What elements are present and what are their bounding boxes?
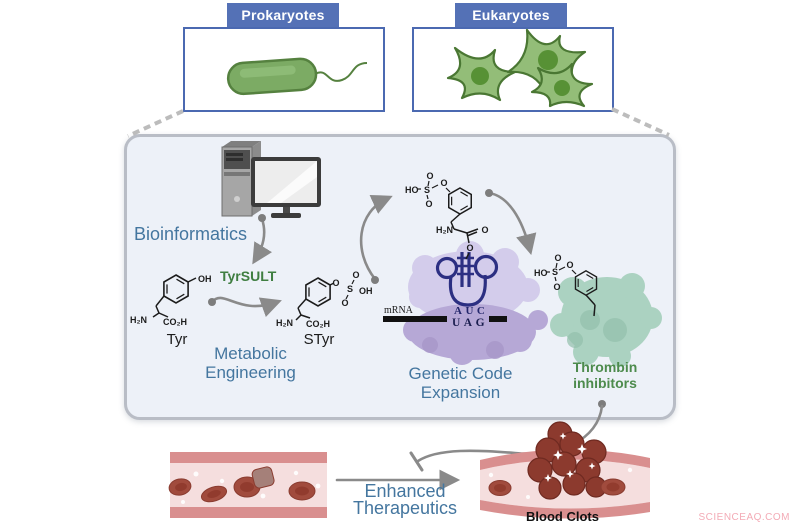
- svg-text:O: O: [352, 270, 359, 280]
- blood-clots-label: Blood Clots: [526, 509, 599, 524]
- tyrsult-enzyme-label: TyrSULT: [220, 268, 277, 284]
- eukaryotes-label: Eukaryotes: [455, 3, 567, 27]
- svg-text:O: O: [425, 199, 432, 209]
- svg-text:OH: OH: [359, 286, 373, 296]
- blood-vessel-clotted: [480, 421, 650, 519]
- enhanced-therapeutics-label: Enhanced Therapeutics: [325, 481, 485, 518]
- svg-text:HO: HO: [534, 268, 548, 278]
- process-arrows: [210, 191, 537, 491]
- eukaryotic-cells-icon: [446, 28, 594, 108]
- svg-text:H₂N: H₂N: [276, 318, 293, 328]
- svg-text:CO₂H: CO₂H: [163, 317, 187, 327]
- svg-text:S: S: [347, 284, 353, 294]
- svg-text:O: O: [554, 253, 561, 263]
- prokaryotes-label: Prokaryotes: [227, 3, 339, 27]
- trna-icon: [435, 252, 499, 307]
- svg-text:O: O: [341, 298, 348, 308]
- gce-line1: Genetic Code: [408, 364, 513, 383]
- metabolic-line2: Engineering: [205, 363, 296, 382]
- svg-text:HO: HO: [405, 185, 419, 195]
- workflow-panel: [124, 134, 676, 420]
- mrna-strand: mRNA: [383, 305, 507, 322]
- watermark: SCIENCEAQ.COM: [698, 512, 790, 523]
- bioinformatics-label: Bioinformatics: [134, 224, 248, 244]
- thrombin-inhibitors-label: Thrombin inhibitors: [555, 359, 655, 391]
- svg-text:OH: OH: [198, 274, 212, 284]
- svg-text:H₂N: H₂N: [130, 315, 147, 325]
- svg-text:H₂N: H₂N: [436, 225, 453, 235]
- thrombin-line2: inhibitors: [573, 375, 637, 391]
- dashed-connectors: [127, 107, 670, 138]
- svg-text:CO₂H: CO₂H: [306, 319, 330, 329]
- enhanced-line1: Enhanced: [364, 481, 446, 501]
- svg-text:mRNA: mRNA: [384, 305, 414, 316]
- bacterium-icon: [226, 57, 368, 96]
- sulfotyrosine-trna-structure: HO S O O O H₂N O O: [405, 171, 489, 260]
- tyr-structure: OH H₂N CO₂H: [130, 274, 212, 327]
- svg-text:O: O: [481, 225, 488, 235]
- svg-text:O: O: [426, 171, 433, 181]
- genetic-code-expansion-label: Genetic Code Expansion: [378, 364, 543, 402]
- svg-text:UAG: UAG: [452, 317, 488, 329]
- metabolic-engineering-label: Metabolic Engineering: [168, 344, 333, 382]
- svg-text:AUC: AUC: [454, 305, 488, 317]
- tyr-label: Tyr: [166, 331, 188, 348]
- svg-text:O: O: [332, 278, 339, 288]
- computer-icon: [221, 141, 321, 218]
- styr-label: STyr: [303, 331, 335, 348]
- svg-text:O: O: [566, 260, 573, 270]
- arrow-dots: [208, 189, 606, 408]
- gce-line2: Expansion: [420, 383, 501, 402]
- inhibition-arrow: [409, 404, 604, 472]
- svg-text:S: S: [424, 185, 430, 195]
- svg-text:O: O: [466, 243, 473, 253]
- sulfotyrosine-ligand-structure: HO S O O O: [534, 253, 598, 317]
- enhanced-line2: Therapeutics: [352, 498, 458, 518]
- thrombin-line1: Thrombin: [572, 359, 638, 375]
- blood-vessel-healthy: [168, 452, 327, 518]
- codon-labels: AUC UAG: [452, 305, 488, 329]
- metabolic-line1: Metabolic: [214, 344, 287, 363]
- svg-text:O: O: [440, 178, 447, 188]
- thrombin-protein: [550, 273, 662, 367]
- styr-structure: O S O O OH H₂N CO₂H: [276, 270, 373, 329]
- svg-text:O: O: [553, 282, 560, 292]
- svg-text:S: S: [552, 267, 558, 277]
